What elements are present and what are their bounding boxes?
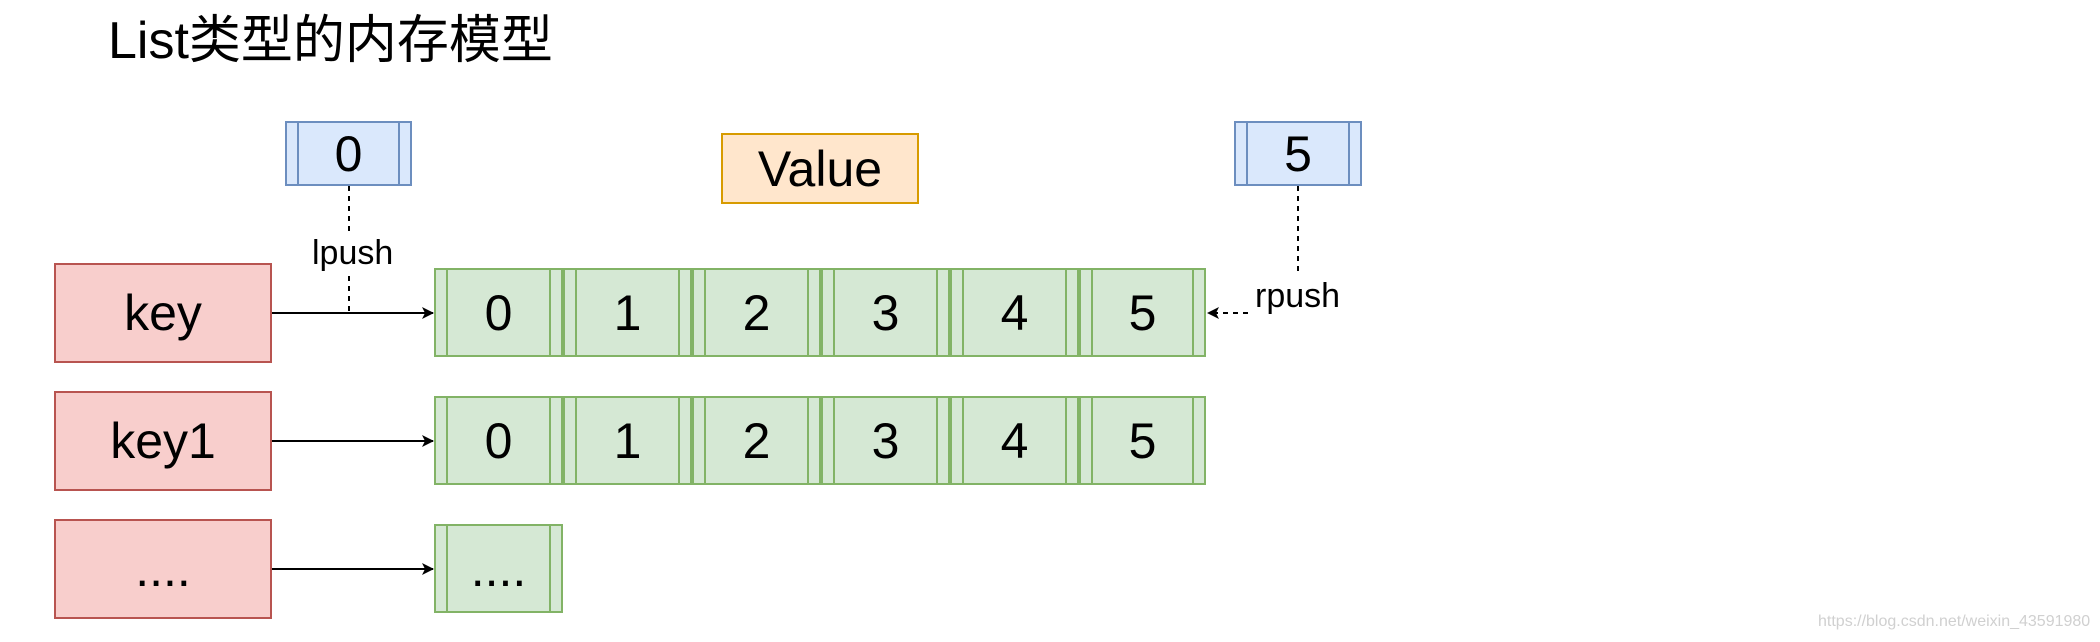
list-cell: 5 [1079, 268, 1206, 357]
list-cell-value: 0 [484, 284, 513, 341]
list-cell: 2 [692, 396, 821, 485]
list-cell: .... [434, 524, 563, 613]
rpush-label: rpush [1253, 276, 1343, 316]
list-cell-value: 1 [613, 412, 642, 469]
list-cell-value: .... [470, 540, 527, 597]
key-box: key [54, 263, 272, 363]
lpush-label: lpush [310, 233, 396, 273]
list-cell: 5 [1079, 396, 1206, 485]
key-label: key1 [110, 413, 216, 469]
list-cell-value: 2 [742, 412, 771, 469]
list-cell: 3 [821, 396, 950, 485]
lpush-index-box: 0 [285, 121, 412, 186]
list-cell-value: 1 [613, 284, 642, 341]
list-cell-value: 3 [871, 412, 900, 469]
list-cell-value: 5 [1128, 284, 1157, 341]
rpush-index-label: 5 [1284, 125, 1312, 182]
diagram-title: List类型的内存模型 [108, 12, 553, 70]
rpush-index-box: 5 [1234, 121, 1362, 186]
list-cell-value: 4 [1000, 412, 1029, 469]
list-cell: 4 [950, 396, 1079, 485]
list-cell: 2 [692, 268, 821, 357]
key-label: key [124, 285, 202, 341]
list-cell-value: 0 [484, 412, 513, 469]
list-cell: 1 [563, 396, 692, 485]
key-box: .... [54, 519, 272, 619]
list-cell: 0 [434, 268, 563, 357]
key-box: key1 [54, 391, 272, 491]
list-cell: 3 [821, 268, 950, 357]
value-legend-label: Value [757, 140, 883, 197]
list-cell-value: 4 [1000, 284, 1029, 341]
value-legend-box: Value [721, 133, 919, 204]
list-cell-value: 2 [742, 284, 771, 341]
list-cell: 0 [434, 396, 563, 485]
list-cell: 1 [563, 268, 692, 357]
list-cell-value: 3 [871, 284, 900, 341]
list-cell: 4 [950, 268, 1079, 357]
lpush-index-label: 0 [334, 125, 363, 182]
key-label: .... [135, 541, 191, 597]
watermark: https://blog.csdn.net/weixin_43591980 [1818, 613, 2091, 630]
list-cell-value: 5 [1128, 412, 1157, 469]
